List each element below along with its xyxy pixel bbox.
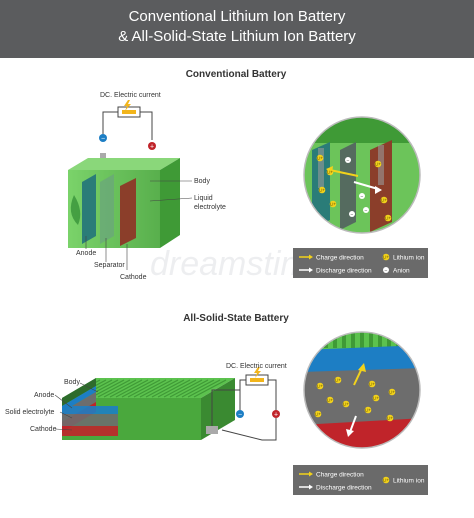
solid-plus-terminal-icon: [272, 410, 280, 418]
legend-bg: [293, 248, 428, 278]
leader-liquid: [149, 197, 193, 202]
svg-text:Li+: Li+: [343, 402, 350, 407]
plus-terminal-icon: [148, 142, 156, 150]
legend-lithium: Lithium ion: [393, 255, 425, 262]
solid-label-body: Body: [64, 379, 80, 386]
svg-text:−: −: [347, 158, 350, 164]
box-top: [68, 158, 180, 170]
cathode-plate: [120, 178, 136, 246]
svg-text:−: −: [365, 208, 368, 214]
box-side: [160, 158, 180, 248]
anode-plate: [82, 174, 96, 244]
header-banner: Conventional Lithium Ion Battery & All-S…: [0, 0, 474, 58]
wire-right: [140, 111, 153, 140]
svg-text:+: +: [274, 412, 278, 419]
solid-battery: DC. Electric current − + Body Anode Soli…: [5, 363, 287, 441]
label-anode: Anode: [76, 250, 96, 257]
svg-text:Li+: Li+: [327, 398, 334, 403]
svg-text:Li+: Li+: [373, 396, 380, 401]
svg-text:Li+: Li+: [365, 408, 372, 413]
solid-label-cathode: Cathode: [30, 426, 57, 433]
label-body: Body: [194, 178, 210, 185]
solid-legend-lithium: Lithium ion: [393, 478, 425, 485]
solid-side: [201, 378, 235, 440]
conv-dc-label: DC. Electric current: [100, 92, 161, 99]
label-cathode: Cathode: [120, 274, 147, 281]
resistor-core: [122, 110, 136, 114]
svg-text:Li+: Li+: [369, 382, 376, 387]
svg-text:Li+: Li+: [335, 378, 342, 383]
svg-text:−: −: [361, 194, 364, 200]
solid-dc-label: DC. Electric current: [226, 363, 287, 370]
solid-legend-charge: Charge direction: [316, 472, 364, 479]
minus-sign: −: [101, 136, 105, 143]
svg-text:−: −: [385, 268, 388, 274]
conventional-title: Conventional Battery: [185, 69, 287, 80]
solid-title: All-Solid-State Battery: [183, 313, 289, 324]
solid-label-electrolyte: Solid electrolyte: [5, 409, 55, 416]
legend-anion: Anion: [393, 268, 410, 275]
svg-text:Li+: Li+: [375, 162, 382, 167]
legend-discharge: Discharge direction: [316, 268, 372, 275]
label-liquid-2: electrolyte: [194, 204, 226, 211]
label-liquid-1: Liquid: [194, 195, 213, 202]
svg-text:Li+: Li+: [383, 478, 390, 483]
plus-sign: +: [150, 144, 154, 151]
svg-text:Li+: Li+: [315, 412, 322, 417]
svg-text:Li+: Li+: [387, 416, 394, 421]
legend-charge: Charge direction: [316, 255, 364, 262]
lithium-ion-icon: [382, 253, 390, 261]
separator-plate: [100, 174, 114, 244]
solid-zoom: Li+ Li+ Li+ Li+ Li+ Li+ Li+ Li+ Li+ Li+: [303, 331, 421, 449]
minus-terminal-icon: [99, 134, 107, 142]
solid-label-anode: Anode: [34, 392, 54, 399]
svg-text:Li+: Li+: [385, 216, 392, 221]
svg-text:Li+: Li+: [327, 170, 334, 175]
lightning-icon: [124, 100, 131, 111]
svg-text:Li+: Li+: [389, 390, 396, 395]
solid-legend-discharge: Discharge direction: [316, 485, 372, 492]
liquid-splash: [70, 195, 81, 225]
svg-text:−: −: [351, 212, 354, 218]
solid-legend: Charge direction Discharge direction Li+…: [293, 465, 428, 495]
svg-text:Li+: Li+: [319, 188, 326, 193]
wire-left: [102, 111, 118, 135]
solid-minus-terminal-icon: [236, 410, 244, 418]
solid-anode-strip: [62, 386, 96, 412]
conventional-legend: Charge direction Discharge direction Li+…: [293, 248, 428, 278]
svg-text:Li+: Li+: [317, 384, 324, 389]
header-title-line1: Conventional Lithium Ion Battery: [128, 8, 346, 25]
solid-lithium-icon: [382, 476, 390, 484]
label-separator: Separator: [94, 262, 125, 269]
svg-text:Li+: Li+: [381, 198, 388, 203]
conventional-zoom: Li+ Li+ Li+ Li+ Li+ Li+ Li+ − − − −: [303, 116, 421, 234]
solid-lightning-icon: [254, 367, 261, 378]
conventional-battery: DC. Electric current − + Body Liquid ele…: [68, 92, 226, 281]
svg-text:Li+: Li+: [317, 156, 324, 161]
svg-text:Li+: Li+: [330, 202, 337, 207]
anion-icon: [383, 267, 389, 273]
svg-text:−: −: [238, 412, 242, 419]
svg-text:Li+: Li+: [383, 255, 390, 260]
header-title-line2: & All-Solid-State Lithium Ion Battery: [118, 28, 356, 45]
